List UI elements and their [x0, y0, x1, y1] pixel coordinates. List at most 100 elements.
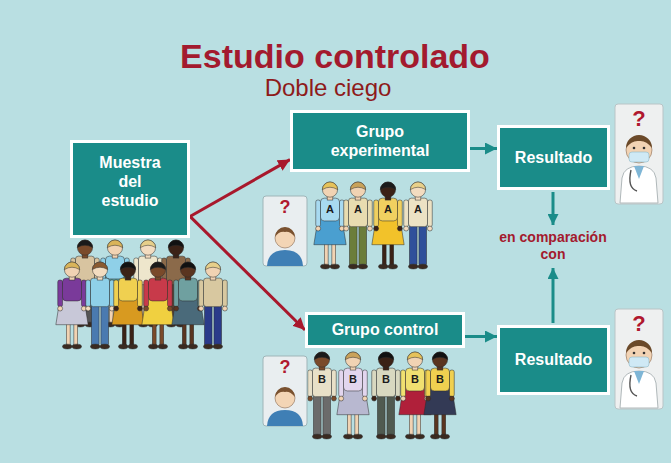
compare-arrow — [552, 192, 555, 225]
figure-part — [404, 200, 409, 227]
figure-part — [378, 352, 393, 360]
figure-part — [322, 182, 337, 197]
person-figure — [112, 262, 144, 349]
figure-part — [410, 182, 425, 197]
figure-part — [91, 344, 101, 349]
figure-part — [58, 280, 63, 307]
person-figure — [337, 352, 369, 439]
stethoscope — [630, 375, 637, 396]
figure-part — [344, 434, 354, 439]
figure-part — [204, 344, 214, 349]
figure-part — [380, 182, 395, 190]
figure-part — [180, 262, 195, 270]
figure-part — [426, 370, 431, 397]
figure-part — [407, 352, 422, 360]
figure-part — [313, 368, 332, 397]
group-letter: B — [382, 373, 390, 386]
person-figure — [142, 262, 174, 349]
figure-part — [353, 434, 363, 439]
figure-part — [379, 198, 398, 221]
figure-part — [168, 240, 183, 248]
figure-part — [367, 226, 372, 231]
figure-part — [396, 370, 401, 397]
connector-arrow — [190, 160, 290, 217]
person-figure — [172, 262, 204, 349]
doctor-hair — [626, 340, 652, 353]
figure-part — [377, 368, 396, 397]
icon-frame — [263, 196, 307, 266]
doctor-eye — [633, 352, 636, 355]
figure-part — [313, 434, 323, 439]
box-label: Resultado — [508, 350, 599, 369]
figure-part — [440, 434, 450, 439]
figure-part — [323, 394, 331, 435]
doctor-eye — [643, 352, 646, 355]
process-box: Resultado — [497, 325, 610, 395]
figure-part — [410, 182, 425, 190]
figure-part — [91, 304, 99, 345]
figure-part — [64, 262, 79, 270]
figure-part — [114, 280, 119, 307]
figure-part — [449, 396, 454, 401]
doctor-mask — [629, 152, 649, 162]
figure-part — [114, 306, 119, 311]
figure-part — [205, 262, 220, 270]
figure-part — [432, 352, 447, 360]
question-mark: ? — [280, 197, 291, 219]
figure-part — [308, 396, 313, 401]
figure-part — [63, 278, 82, 301]
question-mark: ? — [632, 106, 645, 132]
figure-part — [322, 434, 332, 439]
figure-part — [395, 396, 400, 401]
figure-part — [377, 434, 387, 439]
box-label: Resultado — [508, 148, 599, 167]
figure-part — [339, 396, 344, 401]
figure-part — [92, 262, 107, 270]
figure-part — [398, 200, 403, 227]
figure-part — [350, 182, 365, 197]
group-letter: B — [436, 373, 444, 386]
figure-part — [91, 278, 110, 307]
person-figure — [404, 182, 433, 269]
blind-doctor-icon — [615, 104, 663, 204]
figure-part — [72, 344, 82, 349]
figure-part — [344, 368, 363, 391]
title: Estudio controlado — [180, 36, 490, 77]
figure-part — [77, 240, 92, 255]
box-label: Grupo experimental — [323, 122, 437, 160]
icon-shirt — [267, 410, 303, 426]
connector-arrow — [465, 335, 497, 338]
person-figure — [308, 352, 337, 439]
figure-part — [316, 200, 321, 227]
person-figure — [86, 262, 115, 349]
figure-part — [199, 280, 204, 307]
blind-doctor-icon — [615, 309, 663, 409]
figure-part — [409, 264, 419, 269]
box-label: Muestra del estudio — [93, 153, 167, 211]
figure-part — [58, 306, 63, 311]
figure-part — [426, 396, 431, 401]
figure-part — [86, 306, 91, 311]
figure-part — [386, 434, 396, 439]
figure-part — [321, 264, 331, 269]
figure-part — [330, 264, 340, 269]
figure-part — [313, 394, 321, 435]
person-figure — [399, 352, 431, 439]
group-letter: A — [414, 203, 422, 216]
figure-part — [168, 240, 183, 255]
question-mark: ? — [280, 357, 291, 379]
subtitle: Doble ciego — [265, 74, 392, 103]
blind-participant-icon — [263, 356, 307, 426]
figure-part — [150, 262, 165, 270]
doctor-mask — [629, 357, 649, 367]
figure-part — [427, 226, 432, 231]
figure-part — [359, 224, 367, 265]
figure-part — [409, 224, 417, 265]
figure-part — [322, 182, 337, 190]
figure-part — [378, 352, 393, 367]
icon-head — [275, 388, 295, 408]
figure-part — [349, 264, 359, 269]
figure-part — [101, 304, 109, 345]
